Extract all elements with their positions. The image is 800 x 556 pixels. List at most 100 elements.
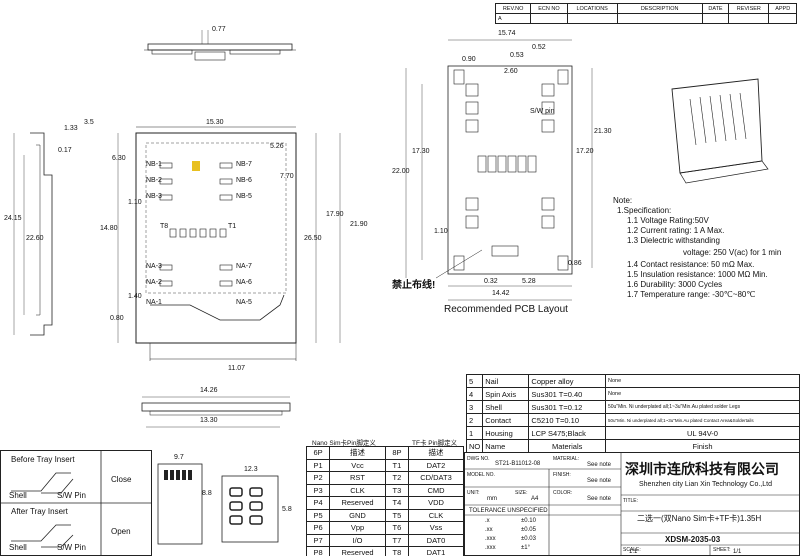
contact-label: T8 (160, 223, 169, 230)
dim-label: 15.74 (498, 30, 516, 37)
dim-label: 1.40 (128, 293, 142, 300)
pin-cell: Vcc (329, 458, 386, 472)
pcb-layout: 15.74 0.52 0.90 0.53 2.60 17.30 21.30 22… (392, 28, 612, 318)
dim-label: 0.53 (510, 52, 524, 59)
pin-cell: T2 (384, 471, 409, 485)
pin-cell: T6 (384, 521, 409, 535)
pin-cell: Reserved (329, 496, 386, 510)
dim-label: 0.52 (532, 44, 546, 51)
dim-label: 13.30 (200, 417, 218, 424)
contact-label: NA-2 (146, 279, 162, 286)
pin-cell: T1 (384, 458, 409, 472)
sw-pin-label: S/W pin (530, 108, 555, 115)
note-line: 1.Specification: (617, 206, 672, 215)
pin-header: 6P (305, 446, 331, 460)
no-trace-note: 禁止布线! (392, 280, 436, 291)
pin-cell: P2 (305, 471, 331, 485)
rev-header: DESCRIPTION (616, 3, 703, 14)
dim-label: 0.32 (484, 278, 498, 285)
bom-cell: 4 (465, 387, 484, 401)
tf-pin-title: TF卡 Pin脚定义 (412, 440, 458, 447)
connector-top-view: 0.77 (140, 20, 300, 70)
pin-cell: T8 (384, 546, 409, 556)
dim-label: 22.00 (392, 168, 410, 175)
contact-label: NB-3 (146, 193, 162, 200)
dim-label: 24.15 (4, 215, 22, 222)
pin-header: 8P (384, 446, 409, 460)
dim-label: 0.90 (462, 56, 476, 63)
contact-label: NB-1 (146, 161, 162, 168)
bom-cell: 50u"Min. Ni underplated all;1~3u"Min.Au … (604, 413, 800, 427)
dwg-no-label: DWG NO. (467, 456, 490, 462)
tol-key: .xx (485, 527, 493, 533)
bom-cell: Sus301 T=0.40 (528, 387, 606, 401)
bom-cell: Nail (482, 374, 530, 388)
scale-value: 1:1 (629, 549, 638, 555)
unit-value: mm (487, 496, 497, 502)
rev-header: DATE (701, 3, 730, 14)
company-en: Shenzhen city Lian Xin Technology Co.,Lt… (639, 481, 772, 488)
tol-value: ±1° (521, 545, 531, 551)
note-line: 1.5 Insulation resistance: 1000 MΩ Min. (627, 270, 768, 279)
dim-label: 21.30 (594, 128, 612, 135)
note-line: 1.3 Dielectric withstanding (627, 236, 720, 245)
pin-cell: P5 (305, 508, 331, 522)
bom-header: NO (465, 439, 484, 453)
tol-key: .x (485, 518, 490, 524)
shell-label: Shell (9, 491, 27, 500)
pin-cell: P3 (305, 483, 331, 497)
pin-cell: Reserved (329, 546, 386, 556)
dim-label: 21.90 (350, 221, 368, 228)
spec-notes: Note: 1.Specification: 1.1 Voltage Ratin… (613, 196, 799, 299)
bom-header: Materials (528, 439, 606, 453)
after-insert-title: After Tray Insert (11, 507, 68, 516)
contact-label: NA-7 (236, 263, 252, 270)
pin-cell: DAT2 (407, 458, 465, 472)
open-state: Open (111, 527, 131, 536)
color-value: See note (587, 496, 612, 502)
contact-label: NA-3 (146, 263, 162, 270)
dim-label: 5.8 (282, 506, 292, 513)
dim-label: 17.20 (576, 148, 594, 155)
bom-cell: LCP S475;Black (528, 426, 606, 440)
sheet-label: SHEET: (713, 547, 731, 553)
finish-value: See note (587, 478, 612, 484)
sheet-value: 1/1 (733, 549, 742, 555)
tol-value: ±0.05 (521, 527, 536, 533)
dim-label: 6.30 (112, 155, 126, 162)
company-cn: 深圳市连欣科技有限公司 (625, 461, 779, 477)
connector-front-view: 15.30 1.33 3.5 0.17 6.30 24.15 22.60 14.… (0, 115, 380, 385)
pin-cell: DAT1 (407, 546, 465, 556)
contact-label: NA-5 (236, 299, 252, 306)
bom-cell: Spin Axis (482, 387, 530, 401)
dim-label: 14.80 (100, 225, 118, 232)
part-no: XDSM-2035-03 (665, 535, 721, 544)
pin-cell: GND (329, 508, 386, 522)
notes-heading: Note: (613, 196, 633, 205)
pin-header: 描述 (407, 446, 465, 460)
tol-value: ±0.10 (521, 518, 536, 524)
pin-cell: CLK (407, 508, 465, 522)
dwg-no: ST21-B11012-08 (495, 461, 541, 467)
pin-cell: DAT0 (407, 533, 465, 547)
close-state: Close (111, 475, 132, 484)
rev-header: REV.NO (494, 3, 532, 14)
dim-label: 14.26 (200, 387, 218, 394)
bom-cell: 5 (465, 374, 484, 388)
connector-3d-view (650, 65, 780, 190)
bom-cell: C5210 T=0.10 (528, 413, 606, 427)
dim-label: 14.42 (492, 290, 510, 297)
pin-cell: P8 (305, 546, 331, 556)
dim-label: 17.90 (326, 211, 344, 218)
